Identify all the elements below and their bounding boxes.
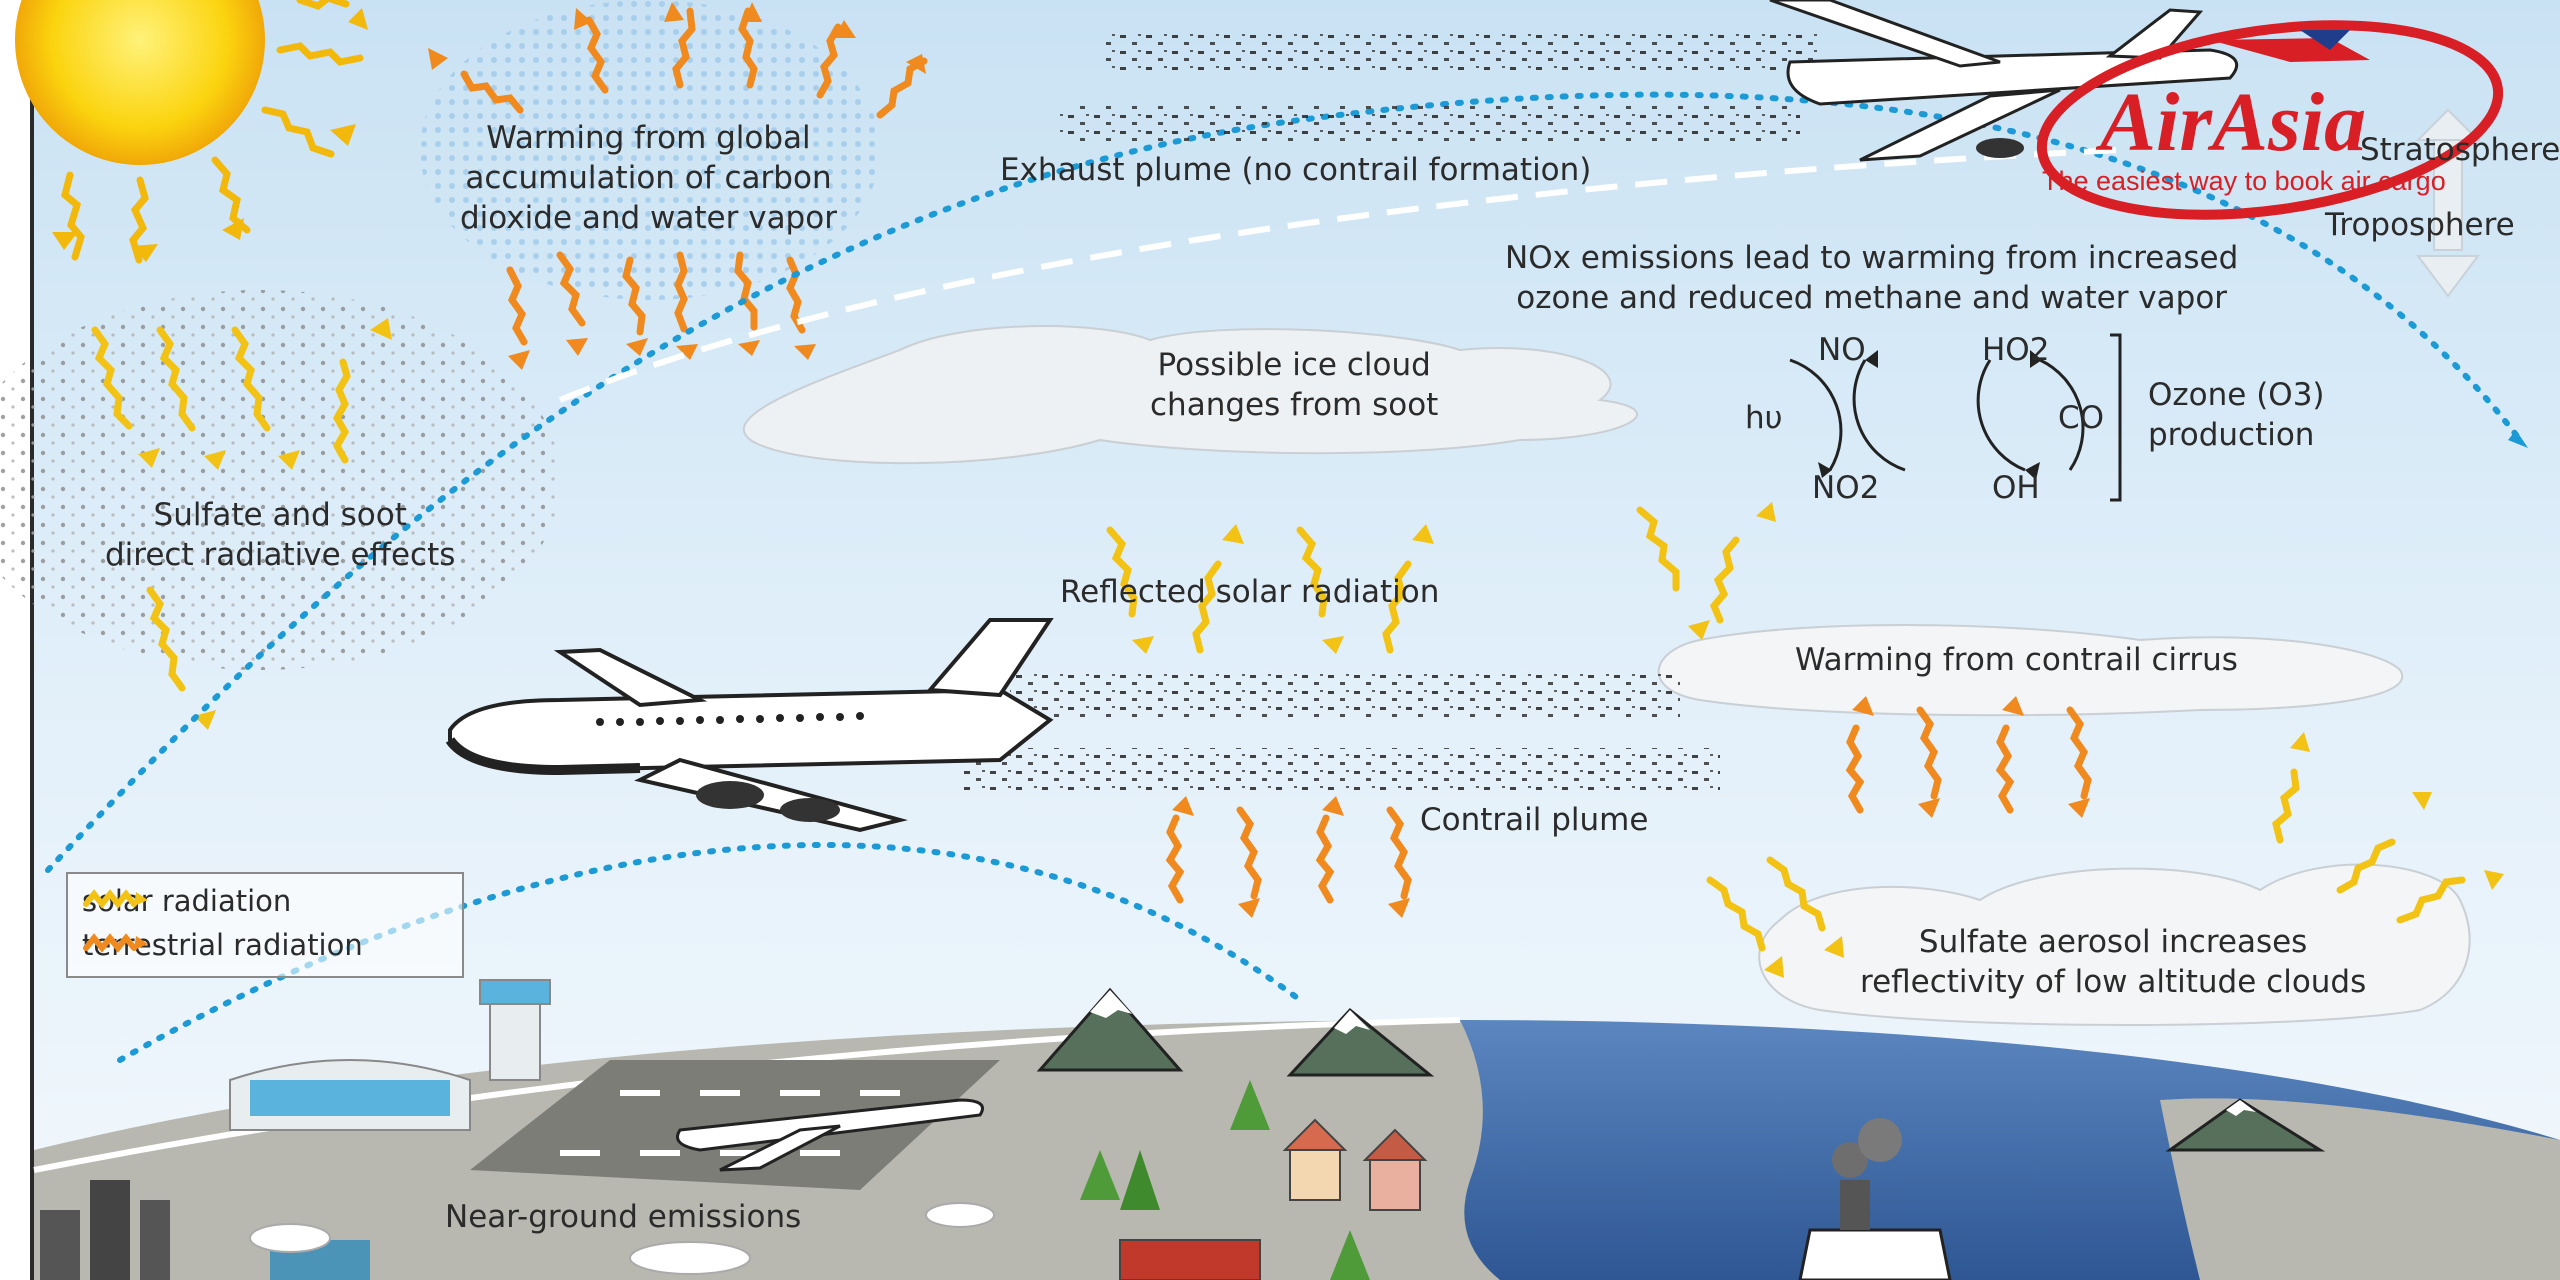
airplane-ground-icon	[676, 1098, 984, 1172]
chem-no2: NO2	[1812, 470, 1880, 506]
airasia-logo: AirAsia	[2036, 20, 2504, 220]
terrestrial-radiation-icon	[83, 933, 148, 953]
legend-terrestrial: terrestrial radiation	[82, 928, 363, 962]
label-exhaust-plume: Exhaust plume (no contrail formation)	[1000, 152, 1592, 188]
airasia-tagline: The easiest way to book air cargo	[2042, 166, 2446, 196]
dotted-path-lower	[117, 841, 1303, 1063]
mountains-icon	[1036, 987, 2326, 1152]
label-nox: NOx emissions lead to warming from incre…	[1505, 240, 2239, 316]
nox-cycle-arrowheads	[1818, 350, 2042, 480]
airport-terminal-icon	[229, 979, 551, 1131]
label-warming-global: Warming from global accumulation of carb…	[460, 120, 837, 236]
airasia-logo-wordmark: AirAsia	[2095, 76, 2366, 169]
global-accumulation-haze	[420, 0, 880, 300]
chem-ho2: HO2	[1982, 332, 2050, 368]
terrestrial-arrows-contrail	[1165, 706, 2092, 904]
sun-ray-arrows	[52, 8, 368, 262]
left-margin	[0, 0, 34, 1280]
label-troposphere: Troposphere	[2325, 207, 2515, 243]
tropopause-line	[558, 147, 2121, 403]
label-ozone-production: Ozone (O3) production	[2148, 377, 2325, 453]
exhaust-plume-upper	[1100, 32, 1820, 74]
sulfate-soot-haze	[0, 290, 560, 670]
sun-icon	[15, 0, 265, 165]
dotted-path-arrow	[2508, 430, 2528, 448]
low-altitude-cloud	[1758, 863, 2471, 1026]
solar-radiation-icon	[83, 889, 148, 909]
solar-arrowheads-left	[138, 318, 392, 730]
reflected-solar-arrowheads	[1132, 502, 1776, 654]
smoke-clouds-ground	[249, 1202, 995, 1275]
terrestrial-arrowheads-contrail	[1172, 696, 2090, 918]
houses-icon	[1119, 1118, 1428, 1280]
solar-arrows-right	[1706, 768, 2466, 952]
ice-cloud	[742, 325, 1639, 465]
label-ice-cloud: Possible ice cloud changes from soot	[1150, 347, 1439, 423]
contrail-plume-upper	[1010, 670, 1680, 720]
contrail-plume-lower	[960, 748, 1720, 794]
trees-icon	[1080, 1080, 1370, 1280]
label-sulfate-aerosol: Sulfate aerosol increases reflectivity o…	[1860, 924, 2367, 1000]
chem-hv: hυ	[1745, 400, 1783, 436]
solar-arrowheads-right	[1764, 732, 2504, 978]
nox-cycle-diagram	[1789, 333, 2122, 502]
terrestrial-arrowheads-top	[428, 2, 926, 370]
exhaust-plume-lower	[1060, 105, 1800, 145]
legend-solar: solar radiation	[82, 884, 291, 918]
label-near-ground: Near-ground emissions	[445, 1199, 802, 1235]
contrail-cirrus-cloud	[1657, 624, 2404, 717]
label-contrail-plume: Contrail plume	[1420, 802, 1649, 838]
label-reflected-solar: Reflected solar radiation	[1060, 574, 1440, 610]
solar-arrows-left	[91, 326, 351, 692]
label-stratosphere: Stratosphere	[2360, 132, 2560, 168]
terrestrial-arrows-top	[460, 7, 928, 346]
reflected-solar-arrows	[1106, 506, 1740, 654]
sun-rays	[61, 0, 364, 264]
label-sulfate-soot: Sulfate and soot direct radiative effect…	[105, 497, 456, 573]
chem-oh: OH	[1992, 470, 2040, 506]
chem-co: CO	[2058, 400, 2105, 436]
ship-icon	[1798, 1118, 1952, 1280]
legend: solar radiation terrestrial radiation	[66, 872, 464, 978]
label-contrail-cirrus: Warming from contrail cirrus	[1795, 642, 2238, 678]
chem-no: NO	[1818, 332, 1866, 368]
airplane-middle-icon	[445, 618, 1054, 833]
left-border	[30, 0, 34, 1280]
